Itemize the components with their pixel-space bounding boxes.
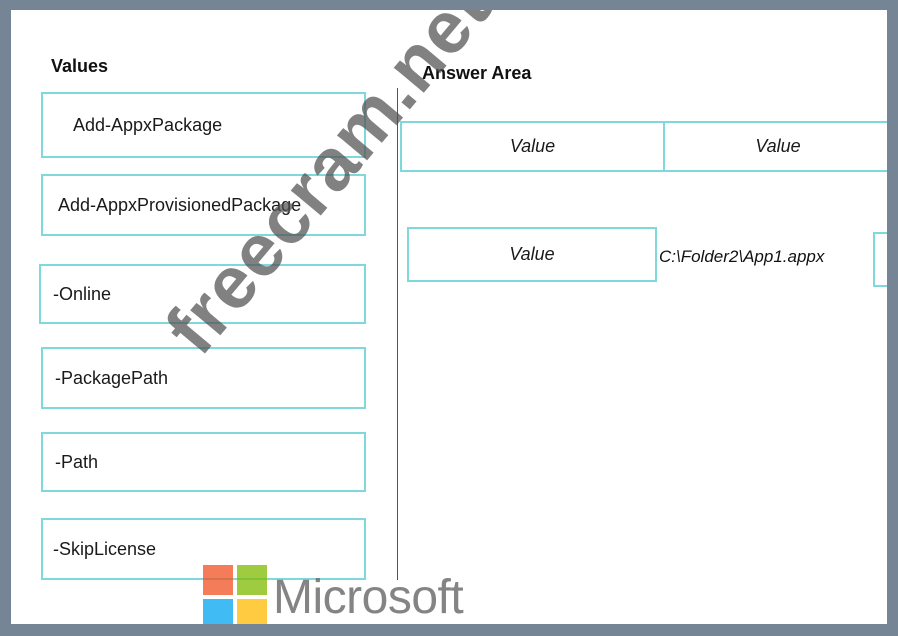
value-label: -Path — [55, 451, 99, 472]
logo-square-blue — [203, 599, 233, 624]
panel-divider — [397, 88, 398, 580]
value-online[interactable]: -Online — [39, 264, 366, 324]
logo-square-green — [237, 565, 267, 595]
value-label: Add-AppxPackage — [73, 114, 223, 135]
value-label: -Online — [53, 283, 112, 304]
answer-slot-2[interactable]: Value — [663, 121, 887, 172]
value-label: -SkipLicense — [53, 538, 157, 559]
slot-label: Value — [509, 136, 556, 156]
answer-slot-4[interactable] — [873, 232, 887, 287]
package-path-text: C:\Folder2\App1.appx — [659, 247, 825, 266]
values-heading: Values — [51, 56, 109, 76]
logo-square-yellow — [237, 599, 267, 624]
microsoft-logo-icon — [203, 565, 267, 624]
value-label: Add-AppxProvisionedPackage — [58, 194, 302, 215]
slot-label: Value — [509, 244, 555, 264]
logo-square-red — [203, 565, 233, 595]
answer-area-heading: Answer Area — [422, 63, 532, 83]
value-add-appxprovisionedpackage[interactable]: Add-AppxProvisionedPackage — [41, 174, 366, 236]
exam-question-frame: Values Add-AppxPackage Add-AppxProvision… — [11, 10, 887, 624]
value-path[interactable]: -Path — [41, 432, 366, 492]
answer-slot-1[interactable]: Value — [400, 121, 665, 172]
answer-slot-3[interactable]: Value — [407, 227, 657, 282]
value-add-appxpackage[interactable]: Add-AppxPackage — [41, 92, 366, 158]
value-packagepath[interactable]: -PackagePath — [41, 347, 366, 409]
slot-label: Value — [755, 136, 801, 156]
value-label: -PackagePath — [55, 367, 169, 388]
microsoft-wordmark: Microsoft — [273, 571, 464, 624]
